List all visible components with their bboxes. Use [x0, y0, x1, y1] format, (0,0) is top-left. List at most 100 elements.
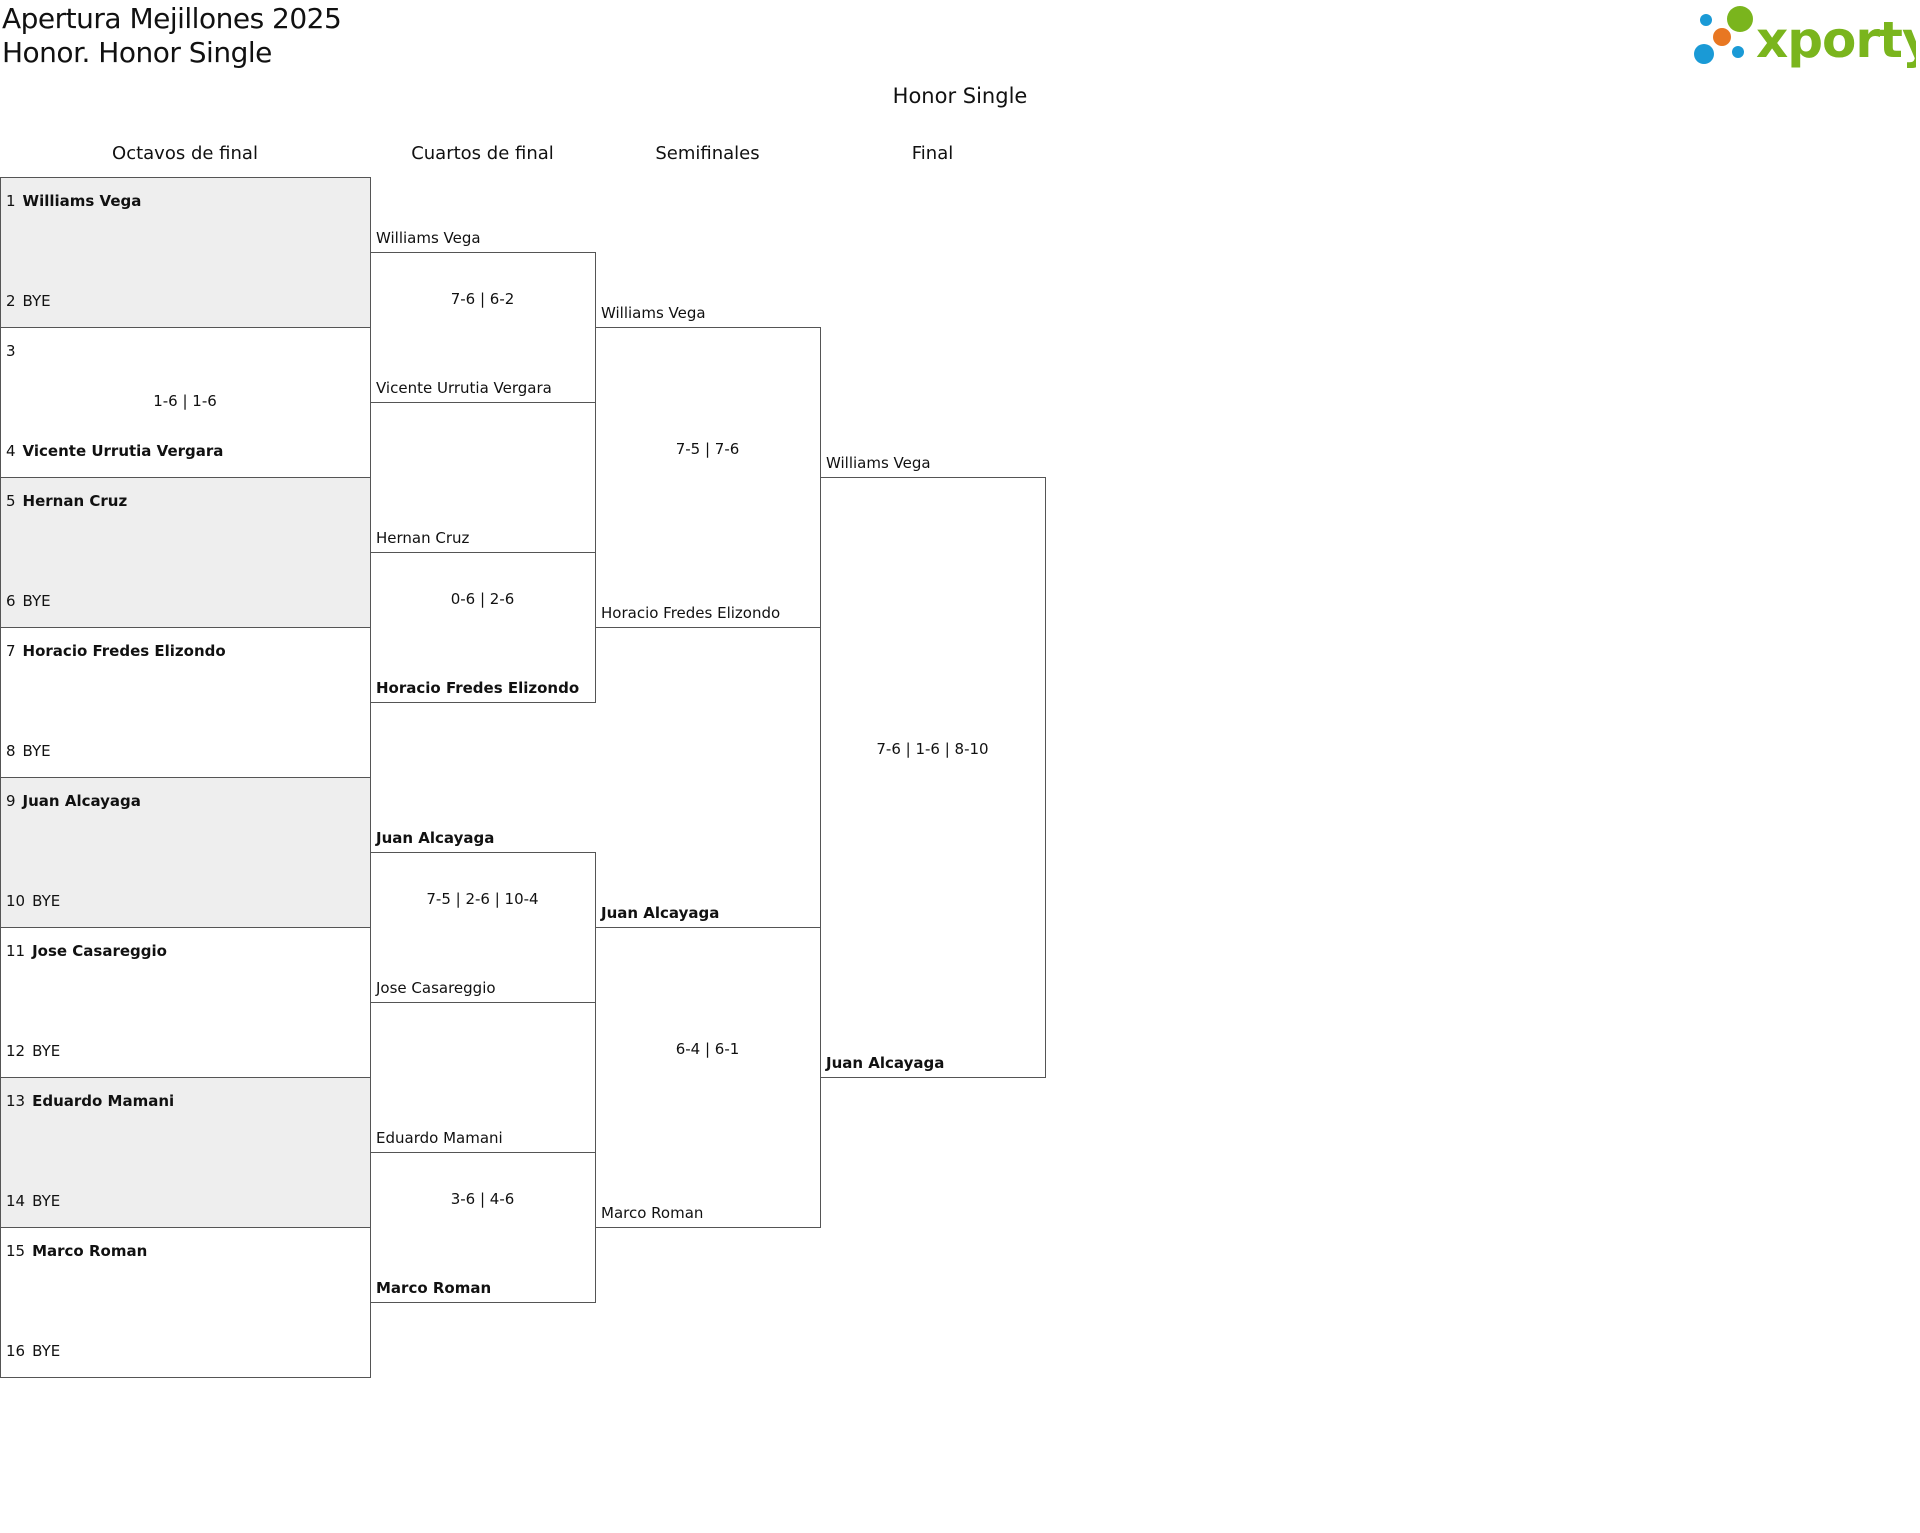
player-name: BYE [22, 592, 51, 610]
player-round3_scores-3: Juan Alcayaga [601, 903, 719, 923]
player-round3_scores-4: Marco Roman [601, 1203, 703, 1223]
match-box-final [820, 477, 1046, 1078]
score-round2_scores-2: 0-6 | 2-6 [450, 590, 515, 608]
match-box-round2_scores-3 [370, 852, 596, 1003]
player-round2_scores-6: Jose Casareggio [376, 978, 496, 998]
round1-player-5: 5 Hernan Cruz [6, 491, 127, 511]
round1-player-2: 2 BYE [6, 291, 51, 311]
player-name: Horacio Fredes Elizondo [601, 604, 781, 622]
round-label-cuartos: Cuartos de final [411, 143, 554, 164]
match-box-round2_scores-2 [370, 552, 596, 703]
player-name: Horacio Fredes Elizondo [22, 642, 226, 660]
player-name: BYE [32, 1192, 61, 1210]
score-final: 7-6 | 1-6 | 8-10 [876, 740, 989, 758]
player-name: Vicente Urrutia Vergara [376, 379, 552, 397]
seed-number: 11 [6, 942, 26, 960]
player-round2_scores-2: Vicente Urrutia Vergara [376, 378, 552, 398]
round1-player-16: 16 BYE [6, 1341, 60, 1361]
seed-number: 16 [6, 1342, 26, 1360]
player-final-1: Williams Vega [826, 453, 931, 473]
player-name: Eduardo Mamani [376, 1129, 503, 1147]
match-box-round3_scores-2 [595, 927, 821, 1228]
player-final-2: Juan Alcayaga [826, 1053, 944, 1073]
score-round2_scores-3: 7-5 | 2-6 | 10-4 [426, 890, 539, 908]
seed-number: 9 [6, 792, 16, 810]
seed-number: 14 [6, 1192, 26, 1210]
player-name: BYE [32, 1042, 61, 1060]
seed-number: 2 [6, 292, 16, 310]
player-name: Juan Alcayaga [376, 829, 495, 847]
seed-number: 8 [6, 742, 16, 760]
round1-player-12: 12 BYE [6, 1041, 60, 1061]
round1-player-8: 8 BYE [6, 741, 51, 761]
seed-number: 1 [6, 192, 16, 210]
player-name: Williams Vega [376, 229, 481, 247]
player-name: BYE [22, 292, 51, 310]
round1-player-11: 11 Jose Casareggio [6, 941, 167, 961]
player-name: Williams Vega [22, 192, 142, 210]
round1-player-3: 3 [6, 341, 23, 361]
match-box-octavos-3 [0, 477, 371, 628]
player-name: BYE [22, 742, 51, 760]
player-round2_scores-3: Hernan Cruz [376, 528, 469, 548]
player-round2_scores-5: Juan Alcayaga [376, 828, 494, 848]
score-round2_scores-1: 7-6 | 6-2 [450, 290, 515, 308]
player-round2_scores-8: Marco Roman [376, 1278, 491, 1298]
player-name: Marco Roman [601, 1204, 704, 1222]
score-round3_scores-2: 6-4 | 6-1 [675, 1040, 740, 1058]
player-round2_scores-7: Eduardo Mamani [376, 1128, 503, 1148]
player-name: Marco Roman [32, 1242, 148, 1260]
player-name: Williams Vega [601, 304, 706, 322]
score-round2_scores-4: 3-6 | 4-6 [450, 1190, 515, 1208]
seed-number: 13 [6, 1092, 26, 1110]
player-name: Vicente Urrutia Vergara [22, 442, 224, 460]
round1-player-13: 13 Eduardo Mamani [6, 1091, 174, 1111]
match-box-octavos-2 [0, 327, 371, 478]
xporty-logo: xporty [1694, 5, 1920, 71]
match-box-octavos-8 [0, 1227, 371, 1378]
seed-number: 7 [6, 642, 16, 660]
player-name: Jose Casareggio [376, 979, 496, 997]
match-box-round3_scores-1 [595, 327, 821, 628]
player-round3_scores-1: Williams Vega [601, 303, 706, 323]
match-box-octavos-5 [0, 777, 371, 928]
round1-player-9: 9 Juan Alcayaga [6, 791, 141, 811]
match-box-round2_scores-1 [370, 252, 596, 403]
match-box-octavos-7 [0, 1077, 371, 1228]
player-name: Eduardo Mamani [32, 1092, 175, 1110]
seed-number: 3 [6, 342, 16, 360]
round1-player-7: 7 Horacio Fredes Elizondo [6, 641, 226, 661]
player-name: Marco Roman [376, 1279, 492, 1297]
player-name: Jose Casareggio [32, 942, 167, 960]
round-label-octavos: Octavos de final [112, 143, 258, 164]
tournament-header: Apertura Mejillones 2025 Honor. Honor Si… [2, 2, 342, 70]
tournament-title: Apertura Mejillones 2025 [2, 2, 342, 35]
round1-player-14: 14 BYE [6, 1191, 60, 1211]
bracket-title: Honor Single [892, 84, 1028, 108]
player-name: Williams Vega [826, 454, 931, 472]
player-name: BYE [32, 1342, 61, 1360]
tournament-subtitle: Honor. Honor Single [2, 36, 272, 69]
match-box-round2_scores-4 [370, 1152, 596, 1303]
seed-number: 4 [6, 442, 16, 460]
player-round2_scores-4: Horacio Fredes Elizondo [376, 678, 579, 698]
seed-number: 5 [6, 492, 16, 510]
score-octavos-2: 1-6 | 1-6 [153, 392, 217, 410]
player-name: Hernan Cruz [22, 492, 128, 510]
player-name: Hernan Cruz [376, 529, 470, 547]
xporty-logo-icon: xporty [1694, 6, 1920, 69]
match-box-octavos-1 [0, 177, 371, 328]
player-round2_scores-1: Williams Vega [376, 228, 481, 248]
seed-number: 12 [6, 1042, 26, 1060]
round1-player-4: 4 Vicente Urrutia Vergara [6, 441, 223, 461]
player-name: Juan Alcayaga [601, 904, 720, 922]
round-label-final: Final [911, 143, 954, 164]
svg-text:xporty: xporty [1756, 11, 1916, 69]
score-round3_scores-1: 7-5 | 7-6 [675, 440, 740, 458]
player-name: Juan Alcayaga [22, 792, 141, 810]
player-round3_scores-2: Horacio Fredes Elizondo [601, 603, 780, 623]
player-name: Horacio Fredes Elizondo [376, 679, 580, 697]
